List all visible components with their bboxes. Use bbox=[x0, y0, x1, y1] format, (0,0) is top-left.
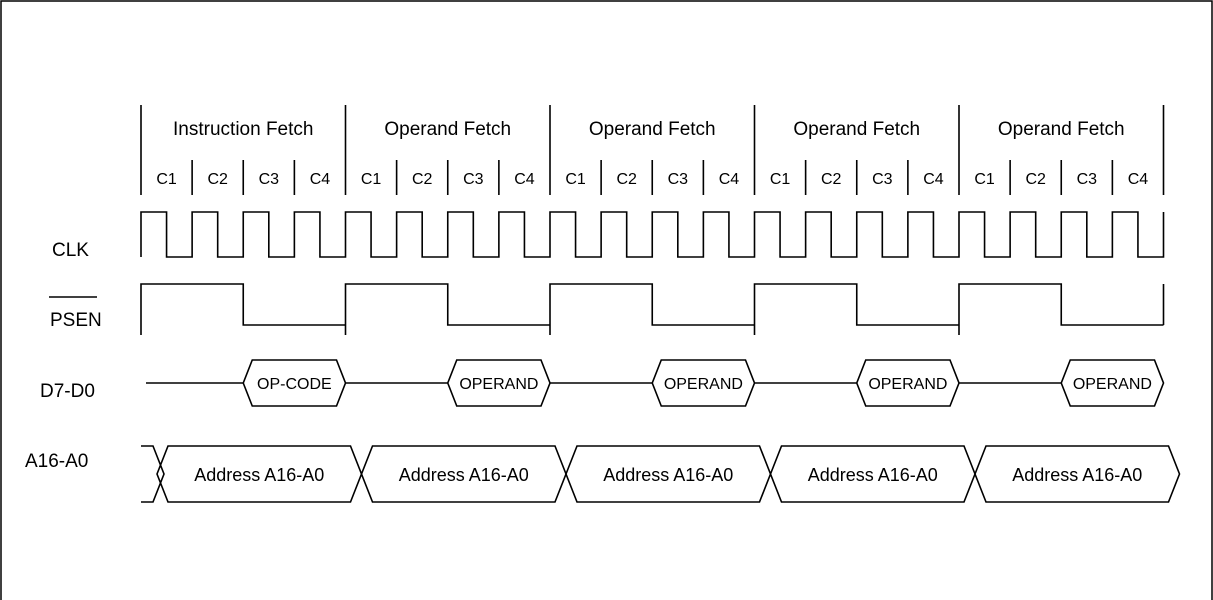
data-bus-value: OP-CODE bbox=[257, 376, 332, 393]
address-bus-value: Address A16-A0 bbox=[1012, 465, 1142, 485]
clock-cycle-label: C3 bbox=[1077, 171, 1098, 188]
data-bus-value: OPERAND bbox=[1073, 376, 1152, 393]
data-bus-value: OPERAND bbox=[459, 376, 538, 393]
clock-cycle-label: C4 bbox=[719, 171, 740, 188]
clock-cycle-label: C3 bbox=[668, 171, 689, 188]
clk-waveform bbox=[140, 211, 1165, 258]
phase-label: Operand Fetch bbox=[384, 119, 511, 140]
address-bus-value: Address A16-A0 bbox=[808, 465, 938, 485]
clock-cycle-label: C4 bbox=[310, 171, 331, 188]
psen-pulse bbox=[549, 283, 755, 335]
address-bus-lead-in bbox=[141, 445, 165, 503]
clock-cycle-label: C2 bbox=[616, 171, 637, 188]
signal-label-address: A16-A0 bbox=[25, 451, 88, 472]
clock-cycle-label: C3 bbox=[259, 171, 280, 188]
clock-cycle-label: C2 bbox=[412, 171, 433, 188]
address-bus-value: Address A16-A0 bbox=[399, 465, 529, 485]
psen-pulse bbox=[344, 283, 550, 335]
phase-label: Operand Fetch bbox=[998, 119, 1125, 140]
clock-cycle-label: C1 bbox=[156, 171, 177, 188]
signal-label-psen: PSEN bbox=[50, 310, 102, 331]
phase-label: Operand Fetch bbox=[589, 119, 716, 140]
psen-waveform bbox=[140, 283, 1165, 335]
cycle-ticks bbox=[140, 105, 1165, 195]
clk-square-wave bbox=[140, 211, 1165, 258]
phase-label: Instruction Fetch bbox=[173, 119, 313, 140]
data-bus-value: OPERAND bbox=[664, 376, 743, 393]
psen-pulse bbox=[140, 283, 346, 335]
clock-cycle-label: C1 bbox=[361, 171, 382, 188]
clock-cycle-label: C3 bbox=[872, 171, 893, 188]
clock-cycle-labels: C1 C2 C3 C4 C1 C2 C3 C4 C1 C2 C3 C4 C1 C2 C3 C4 C1 C2 C3 C4 bbox=[156, 171, 1148, 188]
clock-cycle-label: C2 bbox=[207, 171, 228, 188]
clock-cycle-label: C3 bbox=[463, 171, 484, 188]
address-bus-value: Address A16-A0 bbox=[603, 465, 733, 485]
clock-cycle-label: C2 bbox=[1025, 171, 1046, 188]
address-bus-value: Address A16-A0 bbox=[194, 465, 324, 485]
signal-label-clk: CLK bbox=[52, 240, 89, 261]
data-bus-window bbox=[1060, 359, 1165, 407]
address-bus-window bbox=[974, 445, 1181, 503]
clock-cycle-label: C1 bbox=[565, 171, 586, 188]
psen-pulse bbox=[753, 283, 959, 335]
phase-label: Operand Fetch bbox=[793, 119, 920, 140]
clock-cycle-label: C4 bbox=[1128, 171, 1149, 188]
clock-cycle-label: C4 bbox=[514, 171, 535, 188]
psen-pulse bbox=[958, 283, 1164, 335]
address-bus-waveform: Address A16-A0 Address A16-A0 Address A16-… bbox=[141, 445, 1181, 503]
data-bus-value: OPERAND bbox=[868, 376, 947, 393]
signal-label-data: D7-D0 bbox=[40, 381, 95, 402]
data-bus-waveform: OP-CODE OPERAND OPERAND OPERAND OPERAND bbox=[146, 359, 1165, 407]
clock-cycle-label: C1 bbox=[974, 171, 995, 188]
clock-cycle-label: C4 bbox=[923, 171, 944, 188]
clock-cycle-label: C1 bbox=[770, 171, 791, 188]
clock-cycle-label: C2 bbox=[821, 171, 842, 188]
phase-labels: Instruction Fetch Operand Fetch Operand Fe… bbox=[173, 119, 1125, 140]
